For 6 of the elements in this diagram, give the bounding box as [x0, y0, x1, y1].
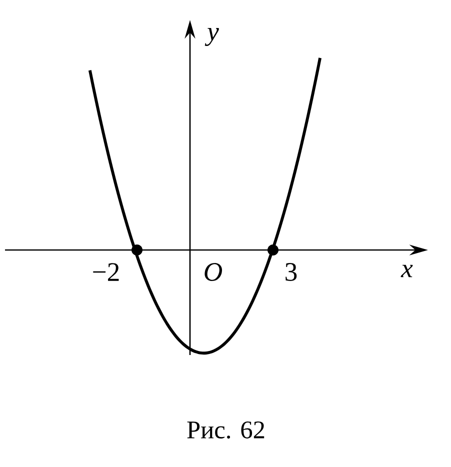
tick-label: −2 — [93, 263, 119, 281]
tick-label: 3 — [286, 263, 297, 281]
axis-label: x — [400, 264, 413, 278]
axis-label: y — [204, 28, 219, 46]
origin-label: O — [204, 263, 222, 281]
figure-caption: Рис. 62 — [187, 421, 264, 439]
